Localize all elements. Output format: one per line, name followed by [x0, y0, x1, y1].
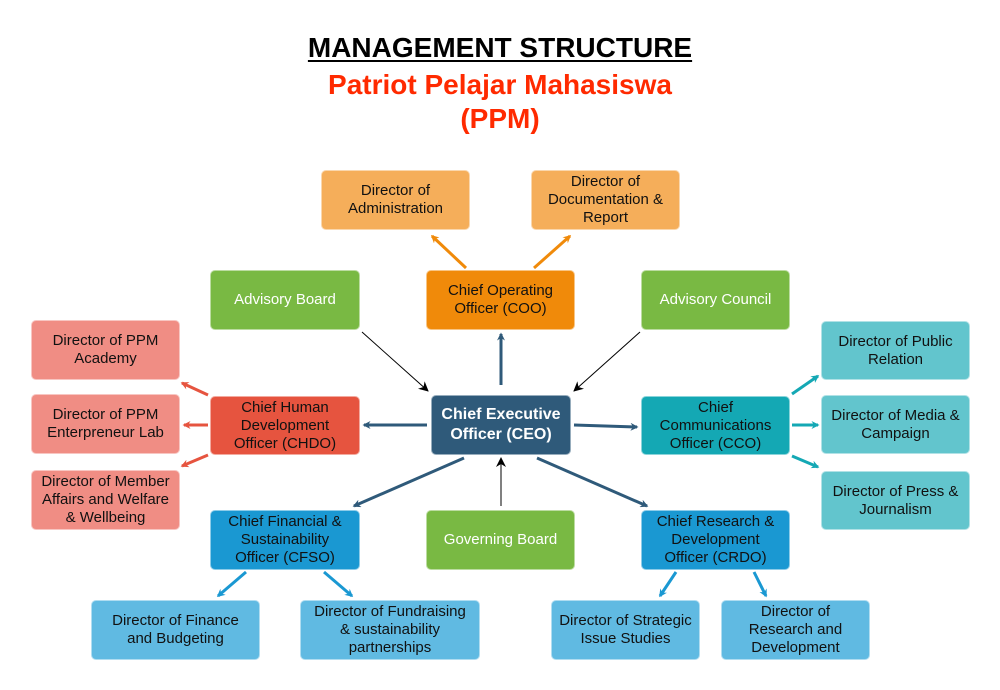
node-label: Director of Finance and Budgeting	[112, 612, 239, 647]
node-director-fundraising: Director of Fundraising & sustainability…	[300, 600, 480, 660]
node-label: Director of Member Affairs and Welfare &…	[41, 473, 170, 526]
arrow-cco-to-dir-pr	[791, 374, 820, 396]
node-cfso: Chief Financial & Sustainability Officer…	[210, 510, 360, 570]
arrow-chdo-to-dir-member	[180, 453, 209, 468]
node-label: Chief Communications Officer (CCO)	[659, 398, 772, 452]
arrow-ceo-to-cco	[573, 422, 639, 431]
node-label: Director of Public Relation	[838, 332, 953, 368]
node-label: Advisory Council	[659, 291, 772, 308]
node-label: Chief Research & Development Officer (CR…	[656, 513, 775, 566]
arrow-chdo-to-dir-academy	[180, 381, 209, 397]
node-label: Chief Executive Officer (CEO)	[441, 406, 561, 443]
arrow-cco-to-dir-press	[791, 454, 820, 469]
node-director-press-journalism: Director of Press & Journalism	[821, 471, 970, 530]
org-name: Patriot Pelajar Mahasiswa	[328, 69, 672, 100]
node-label: Governing Board	[443, 531, 558, 548]
node-label: Chief Financial & Sustainability Officer…	[228, 513, 342, 566]
org-abbreviation: (PPM)	[460, 103, 540, 134]
node-crdo: Chief Research & Development Officer (CR…	[641, 510, 790, 570]
arrow-ceo-to-cfso	[352, 456, 465, 508]
node-director-strategic-issue: Director of Strategic Issue Studies	[551, 600, 700, 660]
node-chdo: Chief Human Development Officer (CHDO)	[210, 396, 360, 455]
node-director-administration: Director of Administration	[321, 170, 470, 230]
arrow-advisory-board-to-ceo	[361, 331, 429, 392]
arrow-coo-to-dir-doc	[533, 234, 572, 270]
node-governing-board: Governing Board	[426, 510, 575, 570]
node-advisory-council: Advisory Council	[641, 270, 790, 330]
node-director-media-campaign: Director of Media & Campaign	[821, 395, 970, 454]
node-coo: Chief Operating Officer (COO)	[426, 270, 575, 330]
node-label: Chief Human Development Officer (CHDO)	[233, 398, 337, 452]
node-label: Chief Operating Officer (COO)	[447, 282, 554, 317]
arrow-crdo-to-dir-strategic	[658, 571, 678, 598]
node-label: Director of PPM Enterpreneur Lab	[47, 406, 164, 441]
arrow-cfso-to-dir-finance	[216, 570, 247, 598]
node-label: Director of Research and Development	[748, 603, 843, 656]
node-director-finance: Director of Finance and Budgeting	[91, 600, 260, 660]
arrow-coo-to-dir-admin	[430, 234, 468, 270]
node-director-enterpreneur-lab: Director of PPM Enterpreneur Lab	[31, 394, 180, 454]
page-title: MANAGEMENT STRUCTURE	[307, 32, 693, 63]
node-label: Director of Media & Campaign	[831, 406, 960, 442]
node-director-member-affairs: Director of Member Affairs and Welfare &…	[31, 470, 180, 530]
node-label: Director of Press & Journalism	[832, 482, 959, 518]
node-label: Director of Administration	[347, 182, 444, 217]
node-label: Advisory Board	[234, 291, 336, 308]
arrow-crdo-to-dir-rnd	[752, 571, 768, 598]
node-director-ppm-academy: Director of PPM Academy	[31, 320, 180, 380]
node-advisory-board: Advisory Board	[210, 270, 360, 330]
node-director-public-relation: Director of Public Relation	[821, 321, 970, 380]
node-label: Director of Strategic Issue Studies	[559, 612, 692, 647]
arrow-ceo-to-crdo	[536, 456, 649, 508]
arrow-cfso-to-dir-fundraising	[323, 570, 354, 598]
arrow-advisory-council-to-ceo	[573, 331, 641, 392]
node-label: Director of Documentation & Report	[547, 173, 664, 226]
node-ceo: Chief Executive Officer (CEO)	[431, 395, 571, 455]
node-director-research-development: Director of Research and Development	[721, 600, 870, 660]
node-cco: Chief Communications Officer (CCO)	[641, 396, 790, 455]
node-label: Director of PPM Academy	[52, 332, 159, 367]
node-director-documentation: Director of Documentation & Report	[531, 170, 680, 230]
node-label: Director of Fundraising & sustainability…	[314, 603, 466, 656]
